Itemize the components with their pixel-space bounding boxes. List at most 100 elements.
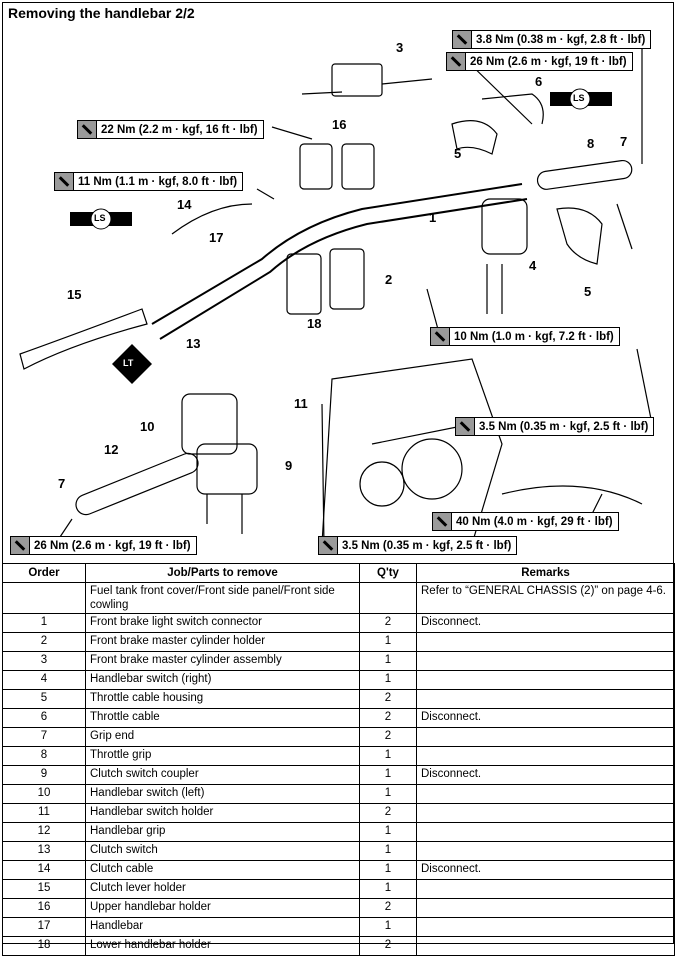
part-cell: Front brake master cylinder holder: [85, 632, 360, 652]
ls-badge-right: LS: [573, 93, 585, 103]
qty-cell: 1: [359, 822, 417, 842]
wrench-icon: [55, 173, 74, 190]
qty-cell: 2: [359, 936, 417, 956]
qty-cell: 1: [359, 860, 417, 880]
remarks-cell: [416, 651, 675, 671]
torque-spec-26nm-bottom: 26 Nm (2.6 m · kgf, 19 ft · lbf): [10, 536, 197, 555]
part-cell: Lower handlebar holder: [85, 936, 360, 956]
wrench-icon: [11, 537, 30, 554]
page-title: Removing the handlebar 2/2: [8, 5, 195, 21]
part-cell: Fuel tank front cover/Front side panel/F…: [85, 582, 360, 614]
order-cell: 4: [2, 670, 86, 690]
callout-8: 8: [587, 136, 595, 151]
part-cell: Handlebar switch (right): [85, 670, 360, 690]
part-cell: Handlebar: [85, 917, 360, 937]
header-job: Job/Parts to remove: [85, 563, 360, 583]
callout-6: 6: [535, 74, 543, 89]
torque-spec-10nm: 10 Nm (1.0 m · kgf, 7.2 ft · lbf): [430, 327, 620, 346]
torque-spec-3-5nm-bottom: 3.5 Nm (0.35 m · kgf, 2.5 ft · lbf): [318, 536, 518, 555]
qty-cell: 2: [359, 689, 417, 709]
header-qty: Q'ty: [359, 563, 417, 583]
qty-cell: 1: [359, 841, 417, 861]
remarks-cell: [416, 803, 675, 823]
wrench-icon: [433, 513, 452, 530]
qty-cell: 2: [359, 727, 417, 747]
callout-13: 13: [186, 336, 201, 351]
order-cell: 8: [2, 746, 86, 766]
qty-cell: 1: [359, 632, 417, 652]
callout-12: 12: [104, 442, 119, 457]
remarks-cell: Disconnect.: [416, 860, 675, 880]
part-cell: Clutch switch coupler: [85, 765, 360, 785]
order-cell: 10: [2, 784, 86, 804]
order-cell: 6: [2, 708, 86, 728]
order-cell: 12: [2, 822, 86, 842]
remarks-cell: [416, 784, 675, 804]
remarks-cell: [416, 879, 675, 899]
header-order: Order: [2, 563, 86, 583]
order-cell: 9: [2, 765, 86, 785]
order-cell: 1: [2, 613, 86, 633]
wrench-icon: [78, 121, 97, 138]
qty-cell: 1: [359, 917, 417, 937]
qty-cell: 2: [359, 803, 417, 823]
callout-2: 2: [385, 272, 393, 287]
callout-4: 4: [529, 258, 537, 273]
remarks-cell: [416, 632, 675, 652]
remarks-cell: Disconnect.: [416, 613, 675, 633]
part-cell: Clutch lever holder: [85, 879, 360, 899]
order-cell: 3: [2, 651, 86, 671]
order-cell: 14: [2, 860, 86, 880]
wrench-icon: [431, 328, 450, 345]
order-cell: 5: [2, 689, 86, 709]
part-cell: Front brake master cylinder assembly: [85, 651, 360, 671]
torque-spec-3-8nm: 3.8 Nm (0.38 m · kgf, 2.8 ft · lbf): [452, 30, 652, 49]
qty-cell: 1: [359, 670, 417, 690]
qty-cell: 2: [359, 708, 417, 728]
wrench-icon: [453, 31, 472, 48]
part-cell: Clutch switch: [85, 841, 360, 861]
qty-cell: 2: [359, 898, 417, 918]
part-cell: Front brake light switch connector: [85, 613, 360, 633]
qty-cell: [359, 582, 417, 614]
remarks-cell: [416, 917, 675, 937]
callout-14: 14: [177, 197, 192, 212]
part-cell: Throttle cable housing: [85, 689, 360, 709]
torque-spec-11nm: 11 Nm (1.1 m · kgf, 8.0 ft · lbf): [54, 172, 244, 191]
callout-11: 11: [294, 396, 308, 411]
remarks-cell: [416, 898, 675, 918]
table-row: Fuel tank front cover/Front side panel/F…: [2, 582, 675, 614]
torque-spec-22nm: 22 Nm (2.2 m · kgf, 16 ft · lbf): [77, 120, 264, 139]
remarks-cell: [416, 727, 675, 747]
remarks-cell: [416, 841, 675, 861]
remarks-cell: Disconnect.: [416, 708, 675, 728]
callout-18: 18: [307, 316, 322, 331]
order-cell: 15: [2, 879, 86, 899]
part-cell: Clutch cable: [85, 860, 360, 880]
table-body: Fuel tank front cover/Front side panel/F…: [2, 582, 675, 956]
order-cell: 18: [2, 936, 86, 956]
qty-cell: 1: [359, 651, 417, 671]
remarks-cell: Disconnect.: [416, 765, 675, 785]
part-cell: Handlebar switch holder: [85, 803, 360, 823]
header-remarks: Remarks: [416, 563, 675, 583]
order-cell: 7: [2, 727, 86, 747]
callout-10: 10: [140, 419, 155, 434]
wrench-icon: [447, 53, 466, 70]
callout-3: 3: [396, 40, 404, 55]
